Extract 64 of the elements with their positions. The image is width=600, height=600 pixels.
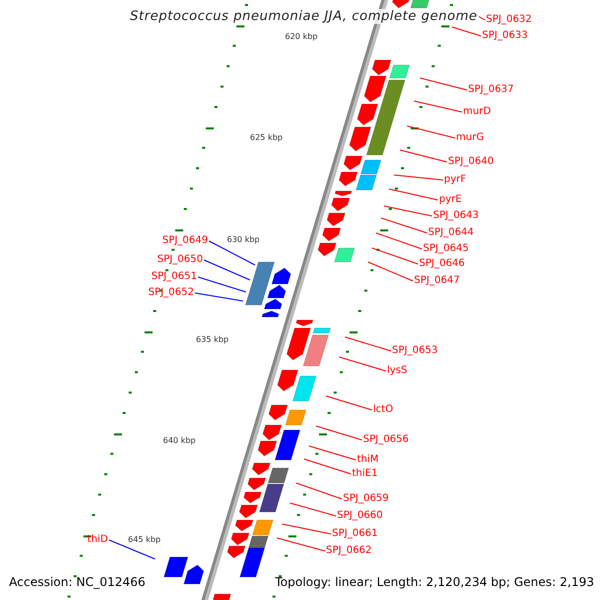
gene-label: SPJ_0656: [363, 434, 409, 446]
leader-line: [276, 538, 326, 552]
leader-line: [338, 356, 386, 372]
leader-line: [376, 232, 422, 250]
gene-label: pyrF: [444, 174, 466, 186]
leader-line: [384, 206, 432, 216]
gene-label: SPJ_0645: [423, 243, 469, 255]
leader-line: [452, 26, 482, 36]
leader-line: [282, 524, 332, 534]
gene-label: SPJ_0640: [448, 156, 494, 168]
scale-label: 645 kbp: [128, 535, 161, 544]
gene-label: SPJ_0651: [151, 271, 197, 283]
gene-label: thiM: [357, 454, 379, 466]
gene-label: pyrE: [439, 194, 462, 206]
gene-label: SPJ_0652: [148, 287, 194, 299]
leader-line: [372, 248, 418, 264]
gene-label: SPJ_0633: [482, 30, 528, 42]
gene-label: lysS: [387, 365, 408, 377]
gene-label: lctO: [373, 404, 394, 416]
leader-line: [368, 262, 414, 282]
gene-label: SPJ_0660: [337, 510, 383, 522]
leader-line: [414, 100, 462, 112]
leader-line: [326, 396, 372, 410]
leader-line: [344, 336, 392, 352]
leader-line: [394, 174, 444, 180]
scale-label: 625 kbp: [250, 133, 283, 142]
leader-line: [208, 240, 256, 266]
leader-line: [388, 188, 438, 200]
gene-label: SPJ_0646: [419, 258, 465, 270]
gene-label: murD: [463, 106, 491, 118]
leader-line: [304, 458, 352, 474]
gene-label: SPJ_0650: [157, 254, 203, 266]
gene-label: SPJ_0653: [392, 345, 438, 357]
gene-label: SPJ_0644: [428, 227, 474, 239]
map-title: Streptococcus pneumoniae JJA, complete genome: [128, 9, 480, 24]
leader-line: [296, 482, 342, 500]
gene-label: SPJ_0643: [433, 210, 479, 222]
leader-line: [420, 78, 468, 90]
leader-line: [194, 292, 244, 302]
gene-label: SPJ_0647: [414, 275, 460, 287]
gene-label: SPJ_0662: [326, 545, 372, 557]
scale-label: 630 kbp: [227, 235, 260, 244]
leader-line: [308, 446, 356, 460]
leader-line: [400, 150, 448, 162]
leader-line: [316, 426, 362, 440]
scale-label: 620 kbp: [285, 32, 318, 41]
leader-line: [198, 276, 246, 292]
gene-label: SPJ_0659: [343, 493, 389, 505]
gene-label: thiD: [87, 534, 108, 546]
gene-label: SPJ_0649: [162, 235, 208, 247]
gene-label: SPJ_0632: [486, 14, 532, 26]
leader-line: [290, 502, 336, 516]
scale-label: 635 kbp: [196, 335, 229, 344]
scale-label: 640 kbp: [163, 436, 196, 445]
gene-label: SPJ_0637: [468, 84, 514, 96]
gene-label: murG: [456, 132, 484, 144]
gene-label: thiE1: [352, 468, 378, 480]
leader-line: [406, 126, 456, 138]
leader-line: [380, 218, 428, 234]
info-text: Accession: NC_012466: [9, 575, 146, 589]
leader-line: [204, 260, 250, 280]
info-text: Topology: linear; Length: 2,120,234 bp; Genes: 2,193: [275, 575, 594, 589]
leader-line: [108, 540, 156, 560]
gene-label: SPJ_0661: [332, 528, 378, 540]
